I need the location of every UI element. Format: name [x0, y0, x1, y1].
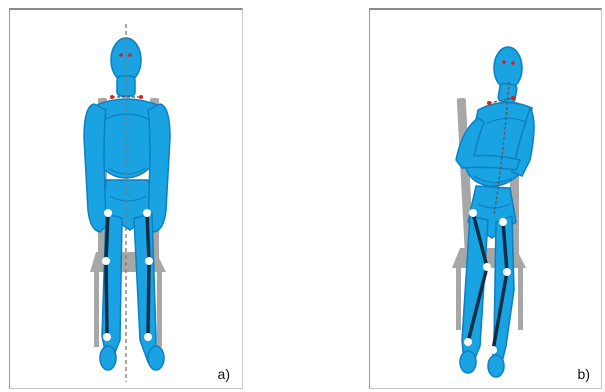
panel-label-b: b) — [578, 366, 590, 382]
posture-diagram-leaning — [370, 10, 601, 388]
figure-panel-a: a) — [9, 8, 243, 389]
posture-diagram-upright — [10, 10, 242, 388]
figure-panel-b: b) — [369, 8, 602, 389]
panel-label-a: a) — [218, 366, 230, 382]
